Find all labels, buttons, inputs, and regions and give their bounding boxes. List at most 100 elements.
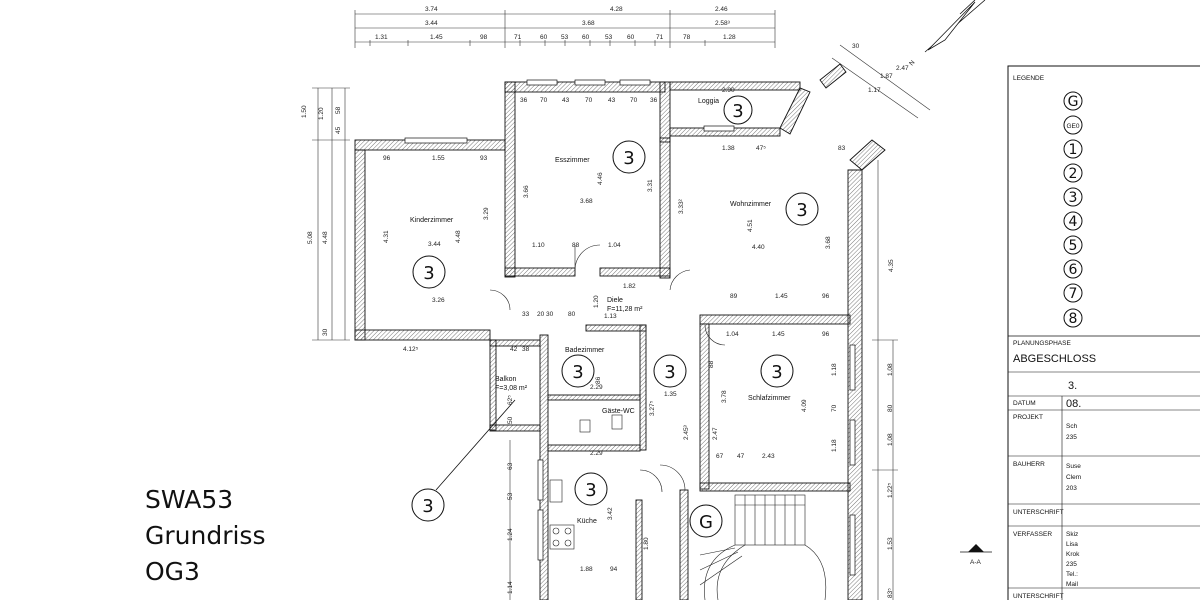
dim-text: 1.18	[831, 363, 838, 376]
verfasser-value: Mail	[1066, 581, 1078, 588]
walls	[354, 63, 886, 600]
room-area-balkon: F=3,08 m²	[495, 385, 528, 392]
bauherr-value: 203	[1066, 485, 1077, 492]
dim-text: 83⁵	[887, 588, 894, 598]
dim-text: 88	[708, 360, 715, 368]
legend-items: G GE0 1 2 3 4 5 6 7 8	[1066, 94, 1079, 327]
room-label-kueche: Küche	[577, 518, 597, 525]
dim-text: 60	[627, 34, 635, 41]
bauherr-label: BAUHERR	[1013, 461, 1045, 468]
dim-text: 4.12⁵	[403, 346, 419, 353]
room-label-diele: Diele	[607, 297, 623, 304]
badge-esszimmer	[612, 140, 646, 174]
title-line-floor: OG3	[145, 557, 200, 586]
dim-text: 2.29	[590, 450, 603, 457]
verfasser-value: Skiz	[1066, 531, 1078, 538]
dim-text: 1.04	[726, 331, 739, 338]
legend-item: 7	[1069, 286, 1078, 302]
room-label-loggia: Loggia	[698, 98, 719, 105]
dim-text: 71	[656, 34, 664, 41]
dim-text: 58	[335, 106, 342, 114]
badge-text: 3	[732, 101, 743, 122]
dim-text: 53	[605, 34, 613, 41]
verfasser-value: Krok	[1066, 551, 1080, 558]
dim-text: 96	[822, 331, 830, 338]
unterschrift-label: UNTERSCHRIFT	[1013, 593, 1064, 600]
dim-text: 3.31	[647, 179, 654, 192]
dim-text: 2.47	[896, 65, 909, 72]
dim-text: 3.66	[523, 185, 530, 198]
verfasser-value: Lisa	[1066, 541, 1078, 548]
staircase	[699, 494, 827, 600]
badge-kueche	[574, 472, 608, 506]
dim-text: 1.45	[772, 331, 785, 338]
verfasser-label: VERFASSER	[1013, 531, 1052, 538]
dim-text: 4.35	[888, 259, 895, 272]
dim-text: 5.08	[307, 231, 314, 244]
room-label-balkon: Balkon	[495, 376, 517, 383]
dim-text: 30	[546, 311, 554, 318]
badge-text: 3	[664, 362, 675, 383]
dim-text: 36	[520, 97, 528, 104]
dim-text: 71	[514, 34, 522, 41]
dim-text: 1.28	[723, 34, 736, 41]
verfasser-value: 235	[1066, 561, 1077, 568]
dim-text: 36	[650, 97, 658, 104]
badge-text: G	[699, 512, 713, 533]
room-label-badezimmer: Badezimmer	[565, 347, 605, 354]
dim-text: 1.87	[880, 73, 893, 80]
dim-text: 33	[522, 311, 530, 318]
projekt-value: Sch	[1066, 423, 1078, 430]
dim-text: 70	[831, 404, 838, 412]
dim-text: 2.46	[715, 6, 728, 13]
dim-text: 20	[537, 311, 545, 318]
dim-text: 42	[510, 346, 518, 353]
dim-text: 3.44	[425, 20, 438, 27]
dim-text: 1.17	[868, 87, 881, 94]
dim-text: 1.82	[623, 283, 636, 290]
dim-text: 1.08	[887, 363, 894, 376]
dim-text: 4.46	[597, 172, 604, 185]
dim-text: 94	[610, 566, 618, 573]
badge-stair	[689, 504, 723, 538]
windows	[404, 79, 856, 576]
room-label-kinderzimmer: Kinderzimmer	[410, 217, 454, 224]
room-label-wohnzimmer: Wohnzimmer	[730, 201, 772, 208]
dim-text: 47	[737, 453, 745, 460]
dim-text: 70	[585, 97, 593, 104]
legend-item: 4	[1069, 214, 1078, 230]
dim-text: 70	[540, 97, 548, 104]
legend-title: LEGENDE	[1013, 75, 1045, 82]
legend-item: 2	[1069, 166, 1078, 182]
dim-text: 1.45	[775, 293, 788, 300]
dim-text: 88	[572, 242, 580, 249]
badge-texts: 3 3 3 3 3 3 3 3 3 G	[422, 101, 807, 533]
legend-item: G	[1068, 94, 1079, 110]
dim-text: 3.27⁵	[649, 400, 656, 416]
dim-text: 50	[507, 416, 514, 424]
dim-text: 53	[507, 492, 514, 500]
dim-text: 1.45	[430, 34, 443, 41]
title-box-fields: PLANUNGSPHASE ABGESCHLOSS 3. DATUM 08. P…	[1013, 340, 1096, 600]
datum-label: DATUM	[1013, 400, 1036, 407]
dim-text: 1.20	[318, 107, 325, 120]
bauherr-value: Clem	[1066, 474, 1081, 481]
dim-text: 70	[630, 97, 638, 104]
dim-text: 3.68	[582, 20, 595, 27]
dim-text: 2.47	[712, 427, 719, 440]
dim-text: 98	[480, 34, 488, 41]
dimension-lines	[312, 10, 931, 600]
dim-text: 4.48	[322, 231, 329, 244]
section-mark-label: A-A	[970, 559, 982, 566]
projekt-label: PROJEKT	[1013, 414, 1043, 421]
dim-text: 4.28	[610, 6, 623, 13]
dim-text: 2.45³	[683, 424, 690, 440]
dim-text: 80	[887, 404, 894, 412]
badge-text: 3	[796, 200, 807, 221]
title-line-project: SWA53	[145, 485, 234, 514]
dim-text: 1.10	[532, 242, 545, 249]
badge-diele	[653, 354, 687, 388]
dim-text: 1.08	[887, 433, 894, 446]
projekt-value: 235	[1066, 434, 1077, 441]
